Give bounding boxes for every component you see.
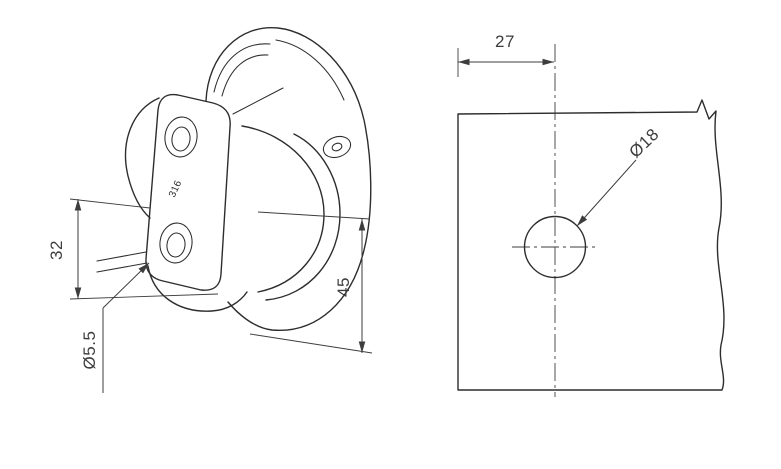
cable-line-upper (96, 251, 147, 262)
clamp-cradle-curve-outer (241, 125, 325, 293)
clamp-front-plate (145, 93, 231, 291)
dim-32-ext-top (69, 198, 151, 209)
dim-27-label: 27 (495, 32, 515, 51)
clamp-top-edge-arc-2 (221, 54, 269, 97)
plan-dimensions: 27 Ø18 (457, 32, 663, 227)
plan-view (457, 44, 725, 397)
clamp-bottom-crescent (147, 265, 248, 312)
dim-45-label: 45 (334, 277, 353, 297)
front-hole-bottom-outer (159, 222, 193, 264)
iso-view: 316 (96, 27, 372, 331)
clamp-left-crescent (124, 97, 160, 219)
mounting-plate-outline (457, 99, 725, 391)
front-hole-top-inner (171, 126, 191, 152)
dim-18-label: Ø18 (625, 125, 662, 162)
dim-5-5-label: Ø5.5 (80, 331, 99, 370)
side-hole-outer (322, 135, 352, 159)
side-hole-inner (331, 142, 343, 152)
dim-45-ext-top (257, 211, 371, 220)
iso-dimensions: 32 Ø5.5 45 (47, 198, 373, 393)
dim-5-5-leader (102, 262, 150, 309)
dim-32-ext-bottom (69, 293, 219, 300)
clamp-top-edge-arc-1 (213, 43, 271, 93)
hole-circle (523, 215, 587, 279)
front-hole-top-outer (164, 116, 198, 158)
clamp-back-plate-outline (205, 27, 372, 331)
part-marking: 316 (167, 179, 184, 200)
cable-line-lower (96, 262, 148, 273)
front-hole-bottom-inner (166, 232, 186, 258)
clamp-corner-edge (232, 87, 284, 115)
dim-45-ext-bottom (249, 333, 373, 354)
dim-32-label: 32 (47, 240, 66, 260)
clamp-top-edge-arc-3 (275, 39, 345, 101)
dim-18-leader (576, 159, 637, 227)
clamp-cradle-curve-inner (265, 133, 341, 301)
